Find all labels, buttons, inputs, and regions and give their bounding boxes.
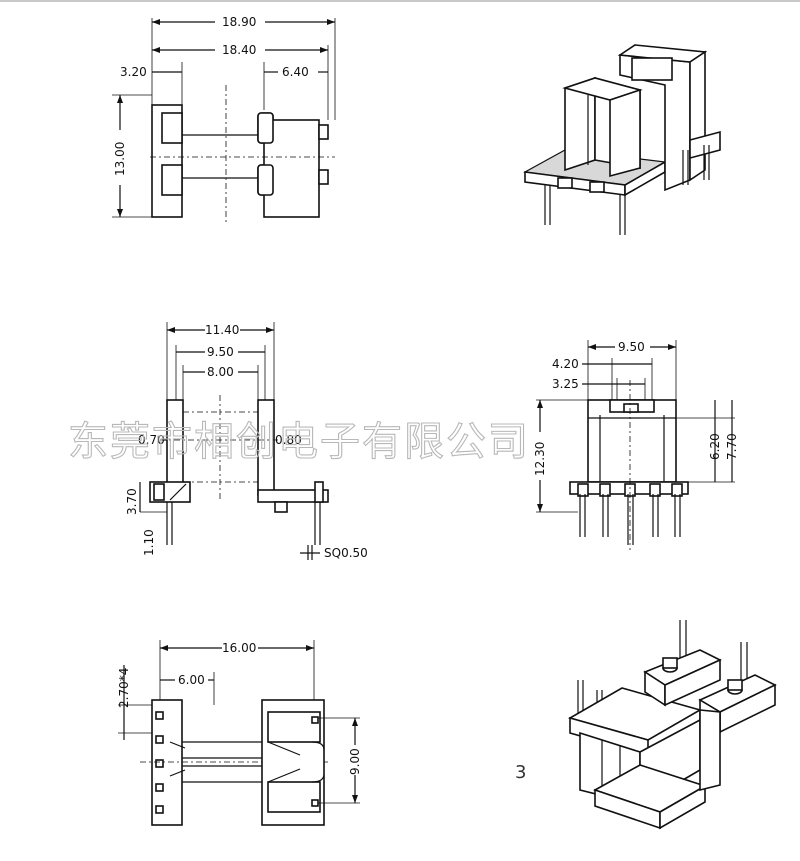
top-border-line: [0, 0, 800, 2]
isometric-view-top: [523, 44, 721, 235]
dim-slot-outer: 4.20: [552, 357, 579, 371]
dim-overall-width: 18.90: [222, 15, 256, 29]
dim-pin-height: 7.70: [725, 433, 739, 460]
dim-right-section: 6.40: [282, 65, 309, 79]
dim-height: 13.00: [113, 142, 127, 176]
bottom-view-drawing: 16.00 6.00 2.70*4: [117, 640, 362, 826]
side-view-drawing: 9.50 4.20 3.25: [533, 340, 739, 550]
dim-inner-width: 18.40: [222, 43, 256, 57]
isometric-view-bottom: [567, 620, 777, 830]
top-view-drawing: 18.90 18.40 3.20 6.40 13.00: [112, 15, 336, 225]
dim-pin-offset: 1.10: [142, 529, 156, 556]
dim-total-height: 12.30: [533, 442, 547, 476]
dim-pin-size: SQ0.50: [324, 546, 368, 560]
dim-width-mid: 9.50: [207, 345, 234, 359]
dim-base-height: 3.70: [125, 488, 139, 515]
dim-width-outer: 11.40: [205, 323, 239, 337]
dim-row-spacing: 9.00: [348, 748, 362, 775]
dim-side-width: 9.50: [618, 340, 645, 354]
dim-body-height: 6.20: [708, 433, 722, 460]
dim-pitch: 2.70*4: [117, 668, 131, 708]
dim-slot-inner: 3.25: [552, 377, 579, 391]
dim-width-inner: 8.00: [207, 365, 234, 379]
page-number: 3: [515, 762, 526, 783]
front-view-drawing: 11.40 9.50 8.00 0.70 0.80: [125, 322, 368, 560]
company-watermark: 东莞市相创电子有限公司: [68, 419, 530, 465]
dim-left-flange: 3.20: [120, 65, 147, 79]
dim-wall-right: 0.80: [275, 433, 302, 447]
dim-bottom-offset: 6.00: [178, 673, 205, 687]
dim-wall-left: 0.70: [138, 433, 165, 447]
dim-bottom-width: 16.00: [222, 641, 256, 655]
